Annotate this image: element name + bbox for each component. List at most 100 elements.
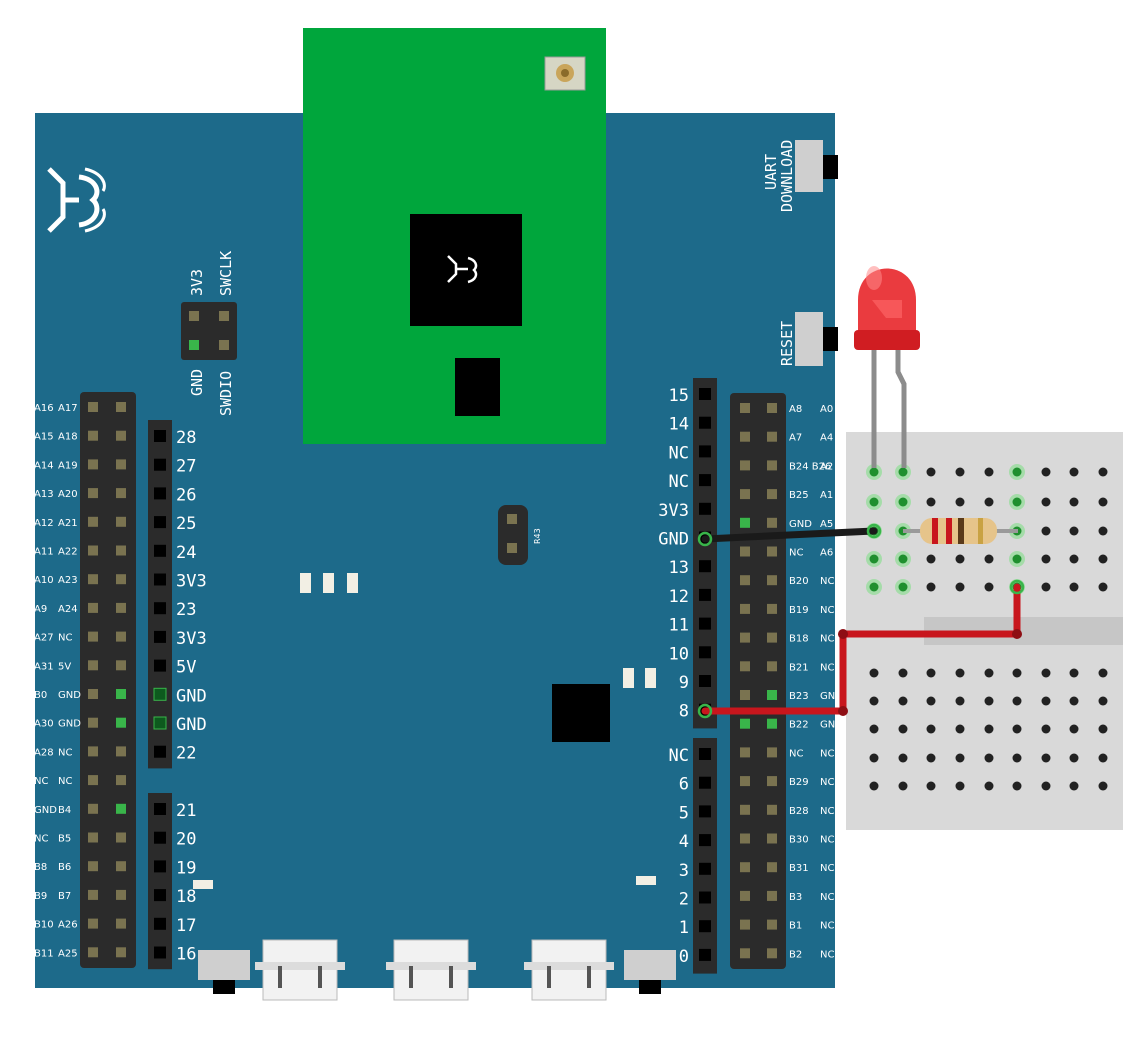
pin-label: 4 [679, 832, 689, 852]
pin-hole [767, 833, 777, 844]
pin-label: B21 [789, 662, 809, 673]
pin-label: NC [789, 548, 803, 559]
breadboard-hole [984, 781, 994, 791]
breadboard-hole [1041, 753, 1051, 763]
pin-label: 15 [669, 386, 689, 406]
pin-hole [699, 474, 711, 487]
swd-label-swclk: SWCLK [217, 251, 235, 296]
pin-hole [154, 803, 166, 815]
chip-logo-icon [447, 255, 478, 284]
pin-hole [154, 458, 166, 471]
pin-label: B4 [58, 805, 71, 816]
pin-hole [767, 948, 777, 959]
swd-label-3v3: 3V3 [188, 269, 206, 296]
pin-label: NC [34, 834, 48, 845]
pin-hole [88, 516, 98, 527]
pin-label: NC [669, 746, 689, 766]
pin-hole [767, 489, 777, 500]
usb-connector-3[interactable] [524, 939, 614, 1001]
pin-hole [88, 488, 98, 499]
breadboard-hole [869, 753, 879, 763]
pin-hole [116, 803, 126, 814]
pin-hole [116, 947, 126, 958]
pin-hole [88, 947, 98, 958]
pin-hole [88, 430, 98, 441]
pin-hole [699, 805, 711, 818]
pin-hole [116, 889, 126, 900]
pin-hole [767, 804, 777, 815]
pin-hole [88, 803, 98, 814]
pin-hole [767, 517, 777, 528]
pin-hole [116, 689, 126, 699]
pin-hole [116, 430, 126, 441]
cpu-chip [552, 684, 610, 742]
pin-label: 6 [679, 775, 689, 795]
pin-hole [740, 632, 750, 643]
pin-label: A6 [820, 548, 833, 559]
pin-hole [116, 545, 126, 556]
breadboard-hole [1012, 753, 1022, 763]
board-logo-icon [47, 167, 106, 233]
pin-label: NC [789, 748, 803, 759]
pin-label: B0 [34, 690, 47, 701]
pin-label: B29 [789, 777, 809, 788]
pin-label: GND [658, 530, 689, 550]
breadboard-hole [926, 497, 936, 507]
pin-label: A5 [820, 519, 833, 530]
pin-hole [153, 716, 167, 730]
pin-label: A13 [34, 489, 54, 500]
pin-label: A4 [820, 433, 833, 444]
breadboard-hole [869, 696, 879, 706]
pin-hole [116, 660, 126, 671]
breadboard-hole [1069, 467, 1079, 477]
pin-label: 9 [679, 673, 689, 693]
pin-label: 25 [176, 514, 196, 534]
reset-button[interactable] [795, 312, 838, 366]
pin-hole [740, 862, 750, 873]
pin-label: B8 [34, 862, 47, 873]
pin-label: A16 [34, 403, 54, 414]
pin-hole [767, 690, 777, 700]
pin-hole [699, 675, 711, 687]
pin-label: 1 [679, 918, 689, 938]
pin-label: B1 [789, 921, 802, 932]
pin-label: B24 B26 [789, 461, 831, 472]
pin-hole [767, 890, 777, 901]
breadboard-hole [898, 753, 908, 763]
pin-hole [154, 487, 166, 500]
pin-label: GND [820, 691, 843, 702]
breadboard-hole [869, 668, 879, 678]
breadboard-hole [926, 467, 936, 477]
breadboard-hole [1041, 582, 1051, 592]
pin-label: 14 [669, 415, 689, 435]
pin-hole [88, 459, 98, 470]
pin-label: NC [820, 748, 834, 759]
pin-label: A27 [34, 633, 54, 644]
breadboard-hole [1041, 696, 1051, 706]
pin-hole [740, 546, 750, 557]
breadboard-hole [926, 696, 936, 706]
uart-download-button[interactable] [795, 140, 838, 192]
pin-label: 18 [176, 887, 196, 907]
pin-label: GND [820, 720, 843, 731]
pin-label: NC [820, 949, 834, 960]
slide-switch-right[interactable] [624, 950, 676, 994]
breadboard-hole [926, 753, 936, 763]
pin-label: NC [820, 576, 834, 587]
breadboard-hole [1012, 724, 1022, 734]
usb-connector-2[interactable] [386, 939, 476, 1001]
breadboard-hole [1069, 526, 1079, 536]
pin-hole [699, 416, 711, 429]
pin-label: A20 [58, 489, 78, 500]
breadboard-hole [984, 497, 994, 507]
pin-label: B19 [789, 605, 809, 616]
swd-label-swdio: SWDIO [217, 371, 235, 416]
pin-label: A15 [34, 432, 54, 443]
pin-label: B30 [789, 835, 809, 846]
pin-hole [154, 659, 166, 672]
pin-hole [740, 603, 750, 614]
slide-switch-left[interactable] [198, 950, 250, 994]
pin-label: B2 [789, 949, 802, 960]
usb-connector-1[interactable] [255, 939, 345, 1001]
breadboard-hole [955, 781, 965, 791]
